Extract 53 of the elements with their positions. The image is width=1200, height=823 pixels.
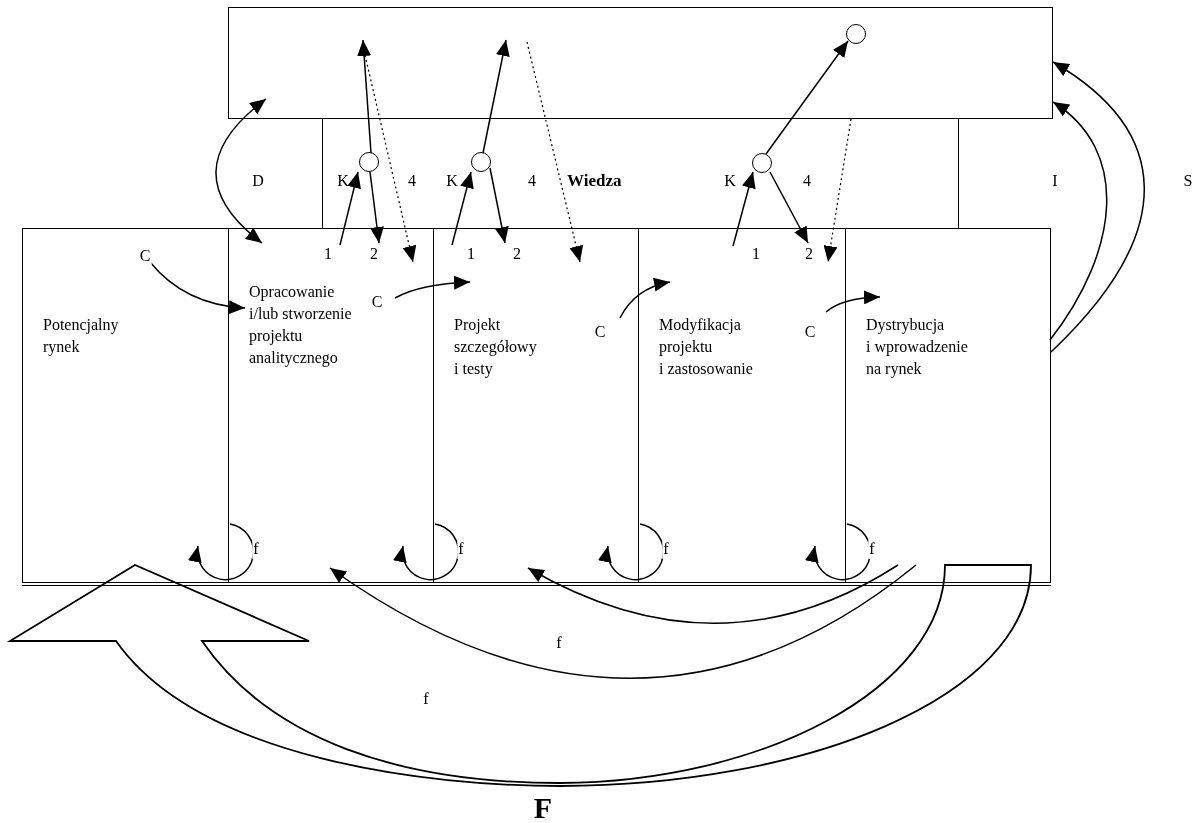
text-label: D [252, 171, 264, 191]
arrow [149, 261, 246, 314]
text-label: 1 [752, 244, 760, 264]
text-label: 1 [467, 244, 475, 264]
arrow [1050, 61, 1145, 353]
text-label: K [446, 171, 458, 191]
arrow [215, 98, 267, 244]
arrow [451, 171, 474, 246]
arrow [619, 278, 671, 319]
arrow [482, 39, 510, 154]
loop-arrow [805, 523, 872, 581]
knowledge-band [322, 118, 959, 229]
stage-text: Potencjalny rynek [43, 315, 120, 358]
text-label: 2 [805, 244, 813, 264]
edge-label: f [662, 539, 670, 559]
dotted-arrow [364, 54, 417, 263]
edge-label: f [252, 539, 260, 559]
text-label: 4 [408, 171, 416, 191]
arrow [329, 564, 917, 679]
arrow [765, 40, 849, 155]
stage-text: Modyfikacja projektu i zastosowanie [659, 315, 754, 379]
arrow [339, 171, 361, 246]
text-label: K [724, 171, 736, 191]
text-label: 2 [370, 244, 378, 264]
loop-arrow [188, 523, 255, 581]
loop-arrow [598, 523, 665, 581]
text-label: 1 [324, 244, 332, 264]
text-label: 4 [803, 171, 811, 191]
arrow [732, 171, 756, 247]
arrow [527, 564, 899, 624]
arrow [489, 167, 509, 244]
hollow-arrow [9, 564, 1032, 787]
loop-arrow [393, 523, 460, 581]
arrow [357, 39, 372, 154]
stage-text: Opracowanie i/lub stworzenie projektu analitycznego [249, 282, 353, 369]
text-label: I [1052, 171, 1058, 191]
edge-label: f [868, 539, 876, 559]
arrow [769, 171, 809, 244]
text-label: K [337, 171, 349, 191]
text-label: 4 [528, 171, 536, 191]
empty-box [228, 7, 1053, 119]
arrow [394, 275, 471, 299]
arrow [1049, 101, 1108, 341]
stage-text: Dystrybucja i wprowadzenie na rynek [866, 315, 969, 380]
arrow [369, 171, 384, 244]
dotted-arrow [526, 41, 584, 263]
dotted-arrow [823, 118, 852, 263]
stage-text: Projekt szczegółowy i testy [454, 315, 538, 380]
stage-box [845, 228, 1051, 583]
edge-label: f [457, 539, 465, 559]
text-label: S [1183, 171, 1193, 191]
arrow [825, 290, 881, 313]
text-label: 2 [513, 244, 521, 264]
